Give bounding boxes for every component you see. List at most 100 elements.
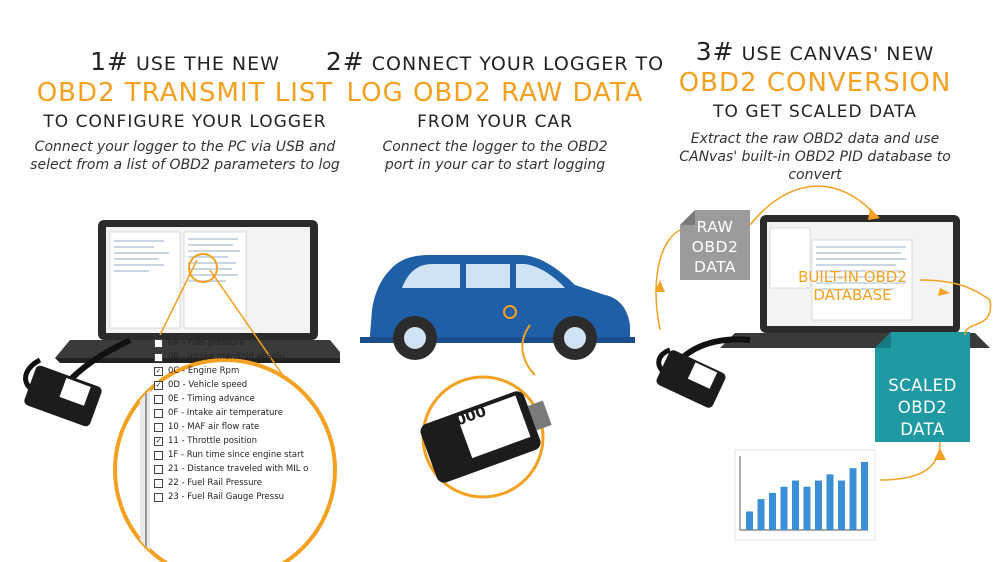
step3-desc-line2: CANvas' built-in OBD2 PID database to [679,149,951,165]
step1-desc-line1: Connect your logger to the PC via USB an… [34,139,336,155]
step3-header: 3# USE CANVAS' NEW OBD2 CONVERSION TO GE… [645,37,985,124]
step1-header: 1# USE THE NEW OBD2 TRANSMIT LIST TO CON… [20,47,350,134]
pid-list-item[interactable]: 22 - Fuel Rail Pressure [154,478,262,488]
pid-list-item[interactable]: 0E - Timing advance [154,394,255,404]
zoom-source-circle [188,253,218,283]
pid-list-item-label: 11 - Throttle position [168,436,258,446]
step2-description: Connect the logger to the OBD2 port in y… [355,138,635,174]
step3-illustration [655,185,992,541]
pid-list: 0A - Fuel pressure 0B - Intake manifold a… [0,0,340,562]
pid-list-item[interactable]: ✓ 0D - Vehicle speed [154,380,247,390]
step1-number: 1# [90,47,129,76]
scaled-doc-line2: OBD2 [897,398,948,417]
checkbox-checked-icon[interactable]: ✓ [154,436,163,446]
step3-highlight: OBD2 CONVERSION [678,68,952,98]
step2-desc-line2: port in your car to start logging [384,157,606,173]
pid-list-item[interactable]: ✓ 11 - Throttle position [154,436,257,446]
checkbox-unchecked-icon[interactable] [154,464,163,474]
step3-desc-line1: Extract the raw OBD2 data and use [690,131,940,147]
chart-bar [769,492,776,530]
step3-line3: TO GET SCALED DATA [713,102,917,122]
pid-list-item-label: 0A - Fuel pressure [168,338,245,348]
arrow-db-to-scaled [919,279,991,301]
raw-data-document [680,210,750,280]
step1-line3: TO CONFIGURE YOUR LOGGER [43,112,327,132]
car-window-front [516,264,565,288]
chart-bar [792,480,799,530]
scaled-doc-line3: DATA [900,420,945,439]
pid-list-item-label: 0D - Vehicle speed [168,380,248,390]
pid-list-item[interactable]: 23 - Fuel Rail Gauge Pressu [154,492,284,502]
raw-doc-line1: RAW [696,218,734,236]
step2-logger-zoom [420,324,552,499]
arrow-raw-to-laptop [749,185,876,226]
chart-bar [849,468,857,530]
step3-logger-device [656,350,726,408]
checkbox-unchecked-icon[interactable] [154,478,163,488]
checkbox-unchecked-icon[interactable] [154,352,163,362]
step2-logger-device [420,391,552,483]
checkbox-unchecked-icon[interactable] [154,450,163,460]
checkbox-unchecked-icon[interactable] [154,394,163,404]
step3-desc-line3: convert [788,167,842,183]
step3-number: 3# [695,37,735,66]
scaled-data-document [875,332,970,442]
step2-highlight: LOG OBD2 RAW DATA [346,78,644,108]
database-label-line1: BUILT-IN OBD2 [798,268,907,286]
step3-description: Extract the raw OBD2 data and use CANvas… [660,130,970,184]
pid-list-item-label: 1F - Run time since engine start [168,450,304,460]
step1-logger-device [24,365,102,427]
step2-line3: FROM YOUR CAR [417,112,573,132]
pid-list-item-label: 21 - Distance traveled with MIL o [168,464,309,474]
arrow-scaled-to-chart [879,441,941,481]
step2-car-illustration [360,255,635,360]
step2-header: 2# CONNECT YOUR LOGGER TO LOG OBD2 RAW D… [325,47,665,134]
scaled-doc-label: SCALED OBD2 DATA [875,375,970,441]
pid-list-item-label: 0E - Timing advance [168,394,255,404]
step2-line1: CONNECT YOUR LOGGER TO [371,53,665,75]
scaled-doc-line1: SCALED [888,376,957,395]
checkbox-unchecked-icon[interactable] [154,338,163,348]
pid-list-item[interactable]: ✓0C - Engine Rpm [154,366,239,376]
step2-desc-line1: Connect the logger to the OBD2 [382,139,608,155]
pid-list-item-label: 10 - MAF air flow rate [168,422,260,432]
step1-desc-line2: select from a list of OBD2 parameters to… [30,157,340,173]
pid-list-item-label: 22 - Fuel Rail Pressure [168,478,263,488]
raw-doc-line3: DATA [694,258,736,276]
car-window-middle [466,264,510,288]
database-label-line2: DATABASE [813,286,892,304]
car-obd-port-marker [503,305,517,319]
checkbox-checked-icon[interactable]: ✓ [154,366,163,376]
checkbox-unchecked-icon[interactable] [154,422,163,432]
database-label: BUILT-IN OBD2 DATABASE [785,268,920,304]
pid-list-item[interactable]: 21 - Distance traveled with MIL o [154,464,308,474]
pid-list-item-label: 0F - Intake air temperature [168,408,283,418]
raw-doc-line2: OBD2 [691,238,739,256]
pid-list-item[interactable]: 0F - Intake air temperature [154,408,283,418]
pid-list-item[interactable]: 0A - Fuel pressure [154,338,245,348]
pid-list-item-label: 0B - Intake manifold absolu [168,352,285,362]
chart-bar [826,474,834,530]
chart-bar [861,462,868,530]
step3-line1: USE CANVAS' NEW [741,43,935,65]
step1-description: Connect your logger to the PC via USB an… [15,138,355,174]
chart-bar [746,511,753,530]
zoom-lens-circle [113,358,337,562]
pid-list-item-label: 23 - Fuel Rail Gauge Pressu [168,492,285,502]
step1-highlight: OBD2 TRANSMIT LIST [36,78,334,108]
car-window-rear [402,264,460,288]
pid-list-item[interactable]: 0B - Intake manifold absolu [154,352,285,362]
checkbox-checked-icon[interactable]: ✓ [154,380,163,390]
pid-list-item[interactable]: 10 - MAF air flow rate [154,422,259,432]
scaled-bar-chart [746,462,868,530]
chart-bar [780,486,788,530]
checkbox-unchecked-icon[interactable] [154,492,163,502]
step2-number: 2# [325,47,365,76]
chart-bar [815,480,822,530]
step1-line1: USE THE NEW [135,53,280,75]
checkbox-unchecked-icon[interactable] [154,408,163,418]
chart-bar [838,480,845,530]
pid-list-item[interactable]: 1F - Run time since engine start [154,450,304,460]
chart-bar [757,499,765,530]
raw-doc-label: RAW OBD2 DATA [680,217,750,277]
